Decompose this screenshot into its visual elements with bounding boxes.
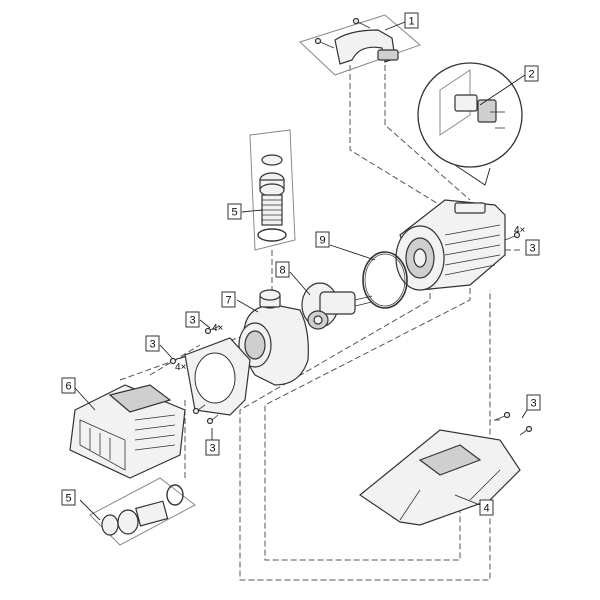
flange-plate — [184, 337, 251, 416]
callout-5-lower: 5 — [61, 489, 76, 506]
quantity-label-flange-top: 4× — [212, 323, 224, 334]
hose-adapter-upper — [249, 129, 296, 251]
callout-3-flange-top: 3 — [185, 311, 200, 328]
callout-1: 1 — [404, 12, 419, 29]
callout-3-flange-bottom: 3 — [205, 439, 220, 456]
svg-text:3: 3 — [530, 398, 536, 410]
svg-text:7: 7 — [225, 295, 231, 307]
callout-7: 7 — [221, 291, 236, 308]
svg-text:6: 6 — [65, 381, 71, 393]
screws — [169, 231, 533, 436]
callout-3-motor: 3 — [525, 239, 540, 256]
svg-text:3: 3 — [189, 315, 195, 327]
callout-3-flange-left: 3 — [145, 335, 160, 352]
svg-text:9: 9 — [319, 235, 325, 247]
callout-6: 6 — [61, 377, 76, 394]
handle-part — [299, 14, 421, 76]
quantity-label-motor: 4× — [514, 225, 526, 236]
svg-text:4: 4 — [483, 503, 489, 515]
svg-text:1: 1 — [408, 16, 414, 28]
o-ring-part — [362, 251, 408, 309]
motor-housing — [395, 199, 506, 291]
callout-8: 8 — [275, 261, 290, 278]
rotor-part — [301, 282, 373, 330]
hose-adapter-lower — [89, 477, 196, 546]
svg-text:3: 3 — [529, 243, 535, 255]
callout-9: 9 — [315, 231, 330, 248]
callout-2: 2 — [524, 65, 539, 82]
svg-text:5: 5 — [231, 207, 237, 219]
callout-3-base: 3 — [526, 394, 541, 411]
svg-text:2: 2 — [528, 69, 534, 81]
callout-5-upper: 5 — [227, 203, 242, 220]
filter-housing-part — [69, 384, 186, 479]
quantity-label-flange-left: 4× — [175, 362, 187, 373]
callout-4: 4 — [479, 499, 494, 516]
svg-text:5: 5 — [65, 493, 71, 505]
switch-detail-circle — [417, 62, 523, 186]
svg-text:8: 8 — [279, 265, 285, 277]
base-part — [358, 429, 521, 526]
pump-housing-part — [238, 289, 309, 386]
svg-text:3: 3 — [209, 443, 215, 455]
svg-text:3: 3 — [149, 339, 155, 351]
leader-lines — [74, 21, 531, 521]
